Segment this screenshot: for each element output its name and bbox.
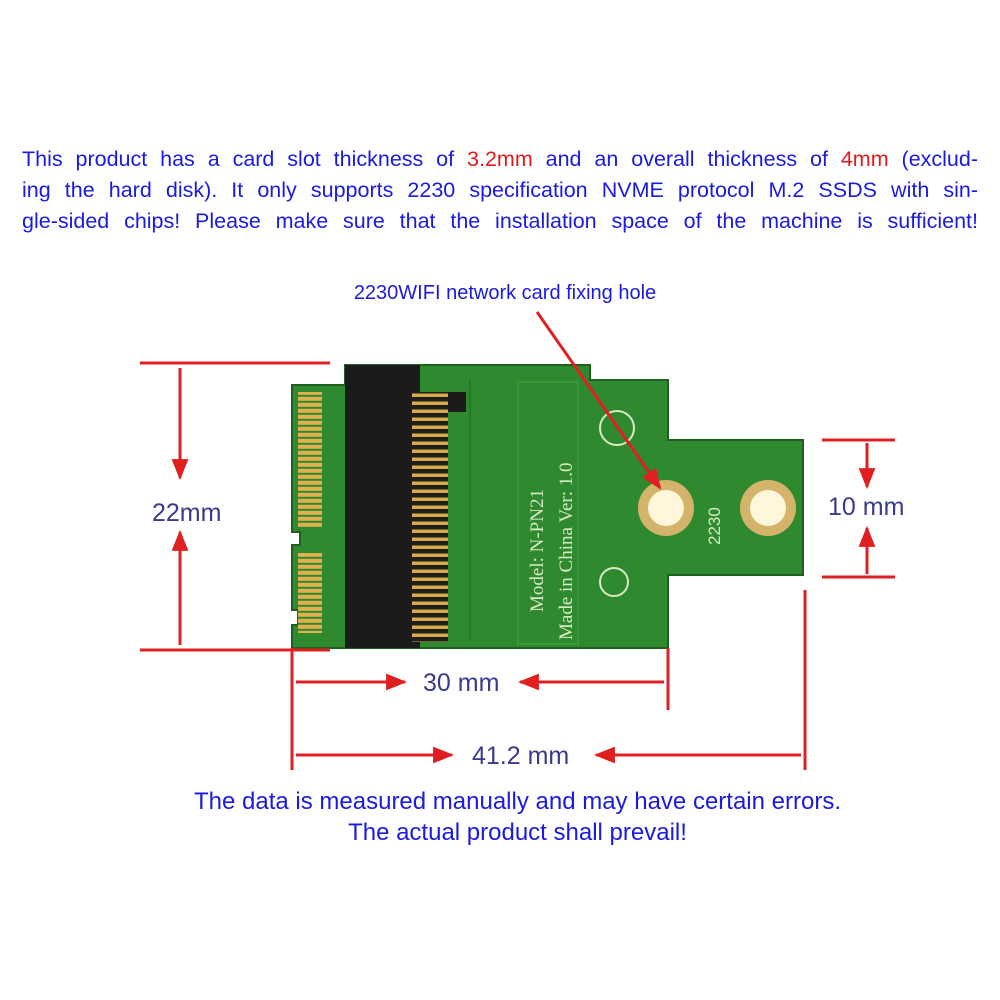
fixing-hole-2242 [750, 490, 786, 526]
made-in-marking: Made in China Ver: 1.0 [556, 463, 577, 641]
slot-thickness-value: 3.2mm [467, 147, 533, 171]
callout-arrow [535, 311, 662, 490]
width-short-dimension-label: 30 mm [423, 669, 499, 697]
edge-connector-lower [298, 553, 322, 633]
silkscreen-outline [517, 381, 579, 645]
note-line-2: The actual product shall prevail! [348, 819, 687, 846]
m2-slot-pins [412, 392, 448, 642]
note-line-1: The data is measured manually and may ha… [194, 788, 841, 815]
measurement-note: The data is measured manually and may ha… [0, 786, 1000, 848]
nf-logo-icon [599, 410, 635, 446]
slot-latch [448, 392, 466, 412]
edge-connector-upper [298, 392, 322, 527]
intro-line-2: ing the hard disk). It only supports 223… [22, 178, 978, 202]
intro-line-3: gle-sided chips! Please make sure that t… [22, 209, 978, 233]
tab-dimension-label: 10 mm [828, 493, 904, 521]
intro-line-1: This product has a card slot thickness o… [22, 147, 978, 171]
size-marking: 2230 [705, 507, 724, 545]
pb-free-logo-icon [599, 567, 629, 597]
fixing-hole-callout: 2230WIFI network card fixing hole [353, 282, 657, 304]
model-marking: Model: N-PN21 [527, 489, 548, 612]
fixing-hole-2230 [648, 490, 684, 526]
intro-text: This product has a card slot thickness o… [22, 144, 978, 237]
overall-thickness-value: 4mm [840, 147, 889, 171]
height-dimension-label: 22mm [152, 499, 221, 527]
m2-slot-connector [345, 365, 420, 648]
width-long-dimension-label: 41.2 mm [472, 742, 569, 770]
